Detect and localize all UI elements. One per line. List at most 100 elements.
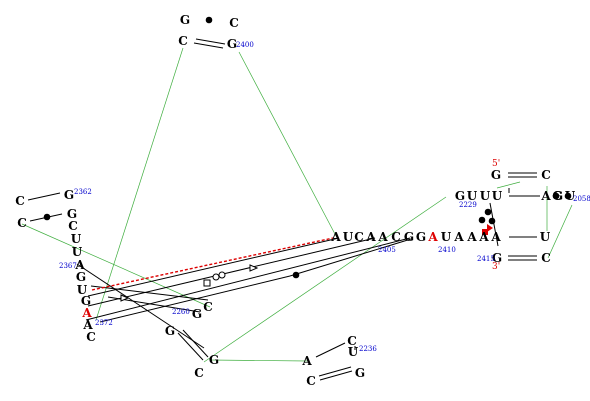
filled-circle-symbol (292, 271, 300, 279)
nucleotide-c8: C (194, 366, 204, 380)
tertiary-line (238, 51, 337, 237)
residue-number-2372: 2372 (95, 319, 113, 327)
residue-number-2367: 2367 (59, 262, 77, 270)
tertiary-interaction-lines (21, 47, 573, 363)
tertiary-line (496, 181, 521, 189)
filled-circle-symbol (484, 208, 492, 216)
nucleotide-c11: C (541, 168, 551, 182)
nucleotide-g5: G (76, 270, 86, 284)
open-circle-symbol (212, 273, 220, 281)
nucleotide-u11: U (348, 345, 359, 359)
nucleotide-g16: G (355, 366, 365, 380)
interaction-line (76, 263, 205, 349)
base-pair-bond (177, 332, 204, 361)
nucleotide-a4: A (330, 230, 341, 244)
interaction-line (90, 285, 209, 301)
nucleotide-g14: G (553, 189, 563, 203)
nucleotide-g13: G (491, 168, 501, 182)
pseudoknot-dashed-line (91, 237, 334, 291)
interaction-line (289, 238, 412, 277)
nucleotide-a5: A (365, 230, 376, 244)
nucleotide-g15: G (492, 251, 502, 265)
nucleotide-c13: C (541, 251, 551, 265)
interaction-line (87, 237, 340, 297)
nucleotide-a2: A (81, 306, 92, 320)
strand-end-labels: 5' 3' (492, 159, 500, 272)
base-pair-bond (27, 192, 61, 201)
nucleotide-a1: A (74, 258, 85, 272)
base-pair-bond (318, 366, 352, 377)
base-pair-bond (195, 38, 226, 45)
nucleotide-u6: U (467, 189, 478, 203)
residue-number-2362: 2362 (74, 188, 92, 196)
nucleotide-c12: C (552, 189, 562, 203)
nucleotide-g2: G (227, 37, 237, 51)
nucleotide-u2: U (72, 245, 83, 259)
nucleotide-g9: G (209, 353, 219, 367)
nucleotide-g3: G (64, 188, 74, 202)
base-pair-lines (27, 16, 572, 381)
nucleotide-g12: G (455, 189, 465, 203)
tertiary-line (547, 204, 573, 259)
nucleotide-c4: C (17, 216, 27, 230)
residue-number-2260: 2260 (172, 308, 190, 316)
nucleotide-g4: G (67, 207, 77, 221)
nucleotide-g7: G (192, 307, 202, 321)
residue-number-2229: 2229 (459, 201, 477, 209)
filled-circle-symbol (478, 216, 486, 224)
nucleotide-c6: C (86, 330, 96, 344)
nucleotide-a10: A (478, 230, 489, 244)
residue-number-2400: 2400 (236, 41, 254, 49)
interaction-line (85, 237, 411, 321)
base-pair-bond (319, 370, 353, 381)
nucleotide-a6: A (377, 230, 388, 244)
nucleotide-a11: A (490, 230, 501, 244)
open-square-symbol (203, 279, 211, 287)
residue-number-2410: 2410 (438, 246, 456, 254)
open-triangle-symbol (120, 294, 130, 302)
nucleotide-g6: G (81, 294, 91, 308)
nucleotide-c2: C (178, 34, 188, 48)
nucleotide-a3: A (82, 318, 93, 332)
filled-triangle-symbol (487, 224, 493, 232)
interaction-line (99, 275, 291, 323)
nucleotide-u3: U (77, 283, 88, 297)
strand-end-three: 3' (492, 262, 500, 272)
tertiary-line (203, 196, 447, 363)
nucleotide-u8: U (492, 189, 503, 203)
tertiary-line (21, 223, 211, 308)
interaction-line (87, 237, 376, 307)
nucleotide-u10: U (540, 230, 551, 244)
nucleotide-a9: A (466, 230, 477, 244)
strand-end-five: 5' (492, 159, 500, 169)
filled-circle-symbol (564, 192, 572, 200)
nucleotide-u4: U (343, 230, 354, 244)
open-circle-symbol (218, 271, 226, 279)
residue-number-2236: 2236 (359, 345, 377, 353)
nucleotide-a13: A (301, 354, 312, 368)
nucleotide-g8: G (165, 324, 175, 338)
filled-circle-symbol (43, 213, 51, 221)
tertiary-line (95, 47, 184, 321)
interaction-line (489, 202, 499, 247)
base-pair-bond (193, 42, 224, 49)
nucleotide-g1: G (180, 13, 190, 27)
nucleotide-c15: C (306, 374, 316, 388)
nucleotide-c14: C (347, 334, 357, 348)
nucleotide-g11: G (416, 230, 426, 244)
filled-circle-symbol (488, 217, 496, 225)
nucleotide-c1: C (229, 16, 239, 30)
base-pair-bond (315, 342, 346, 358)
nucleotide-u5: U (441, 230, 452, 244)
base-pair-bond (182, 329, 209, 358)
nucleotide-c5: C (68, 219, 78, 233)
nucleotide-a12: A (540, 189, 551, 203)
nucleotide-c10: C (391, 230, 401, 244)
tertiary-line (209, 359, 308, 362)
filled-circle-symbol (552, 192, 560, 200)
nucleotide-u1: U (71, 232, 82, 246)
filled-square-symbol (482, 229, 488, 235)
residue-number-2058: 2058 (573, 195, 590, 203)
